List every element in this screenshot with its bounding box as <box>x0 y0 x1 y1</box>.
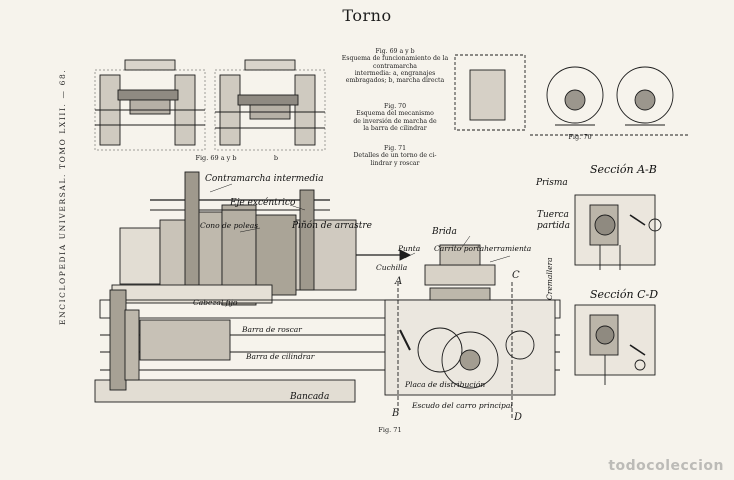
label-brida: Brida <box>432 227 457 237</box>
label-cremallera: Cremallera <box>545 257 554 300</box>
label-D: D <box>514 412 523 423</box>
label-C: C <box>512 270 520 281</box>
label-A: A <box>395 276 403 287</box>
label-cono-poleas: Cono de poleas <box>200 221 259 230</box>
fig69b-schematic <box>214 59 326 151</box>
fig70-schematic <box>454 54 690 136</box>
label-cuchilla: Cuchilla <box>376 263 408 272</box>
label-barra-roscar: Barra de roscar <box>242 325 302 334</box>
watermark: todocoleccion <box>608 458 724 474</box>
label-tuerca-partida: Tuerca partida <box>537 210 571 231</box>
label-seccion-ab: Sección A-B <box>590 163 657 176</box>
fig70-caption: Fig. 70 Esquema del mecanismo de inversi… <box>353 103 437 132</box>
label-bancada: Bancada <box>290 392 330 402</box>
section-ab-drawing <box>574 194 662 270</box>
label-cabezal: Cabezal fijo <box>193 298 238 307</box>
fig71-caption: Fig. 71 Detalles de un torno de ci- lind… <box>353 145 437 167</box>
label-B: B <box>392 408 400 419</box>
fig70-label: Fig. 70 <box>568 133 592 141</box>
fig69-caption: Fig. 69 a y b Esquema de funcionamiento … <box>341 48 449 85</box>
label-prisma: Prisma <box>536 178 568 188</box>
label-seccion-cd: Sección C-D <box>590 288 659 301</box>
section-cd-drawing <box>574 304 656 385</box>
label-pinon-arrastre: Piñón de arrastre <box>292 221 372 231</box>
label-eje-excentrico: Eje excéntrico <box>230 198 296 208</box>
fig69a-schematic <box>94 59 206 151</box>
label-punta: Punta <box>398 244 421 253</box>
page-title: Torno <box>342 6 392 25</box>
fig69b-label: b <box>273 154 279 162</box>
fig69-label: Fig. 69 a y b <box>195 154 237 162</box>
label-carrito: Carrito portaherramienta <box>434 244 532 253</box>
label-barra-cilindrar: Barra de cilindrar <box>246 352 315 361</box>
label-contramarcha: Contramarcha intermedia <box>205 174 324 184</box>
label-escudo: Escudo del carro principal <box>412 401 513 410</box>
fig71-lathe <box>94 171 561 420</box>
label-placa: Placa de distribución <box>405 380 486 389</box>
fig71-label: Fig. 71 <box>378 426 402 434</box>
